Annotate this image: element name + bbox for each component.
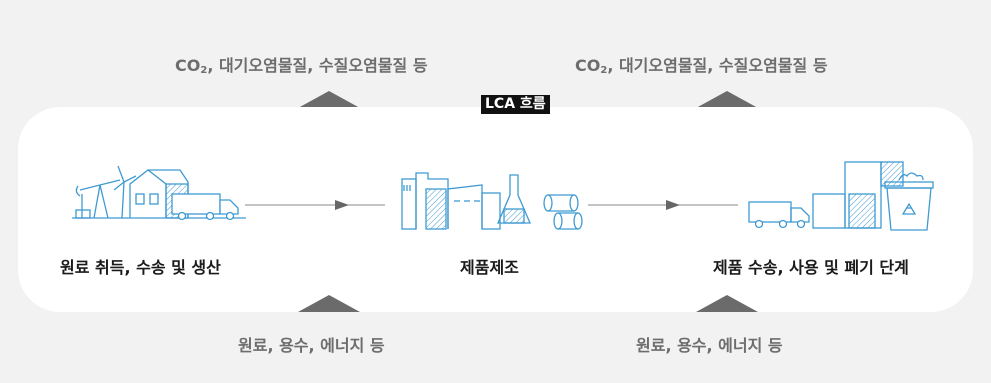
stage-label-manufacturing: 제품제조 [460,258,519,277]
lca-flow-title: LCA 흐름 [481,95,550,114]
emissions-label-right: CO2, 대기오염물질, 수질오염물질 등 [575,52,828,76]
flow-arrow-1 [245,200,385,210]
inputs-label-left: 원료, 용수, 에너지 등 [238,336,385,355]
emissions-subscript: 2 [200,65,208,76]
stage-label-distribution-disposal: 제품 수송, 사용 및 폐기 단계 [713,258,909,277]
emissions-rest-text: , 대기오염물질, 수질오염물질 등 [607,56,828,75]
inputs-label-right: 원료, 용수, 에너지 등 [636,336,783,355]
flow-arrow-2 [588,200,738,210]
emissions-co-text: CO [575,56,601,75]
emission-arrow-right [696,91,758,108]
factory-manufacturing-icon [401,172,583,230]
emissions-label-left: CO2, 대기오염물질, 수질오염물질 등 [175,52,428,76]
emissions-rest-text: , 대기오염물질, 수질오염물질 등 [207,56,428,75]
emissions-subscript: 2 [600,65,608,76]
stage-label-raw-material: 원료 취득, 수송 및 생산 [60,258,221,277]
raw-material-acquisition-icon [72,165,246,221]
transport-use-disposal-icon [748,161,934,231]
input-arrow-right [696,295,758,312]
input-arrow-left [298,295,360,312]
emission-arrow-left [298,91,360,108]
emissions-co-text: CO [175,56,201,75]
